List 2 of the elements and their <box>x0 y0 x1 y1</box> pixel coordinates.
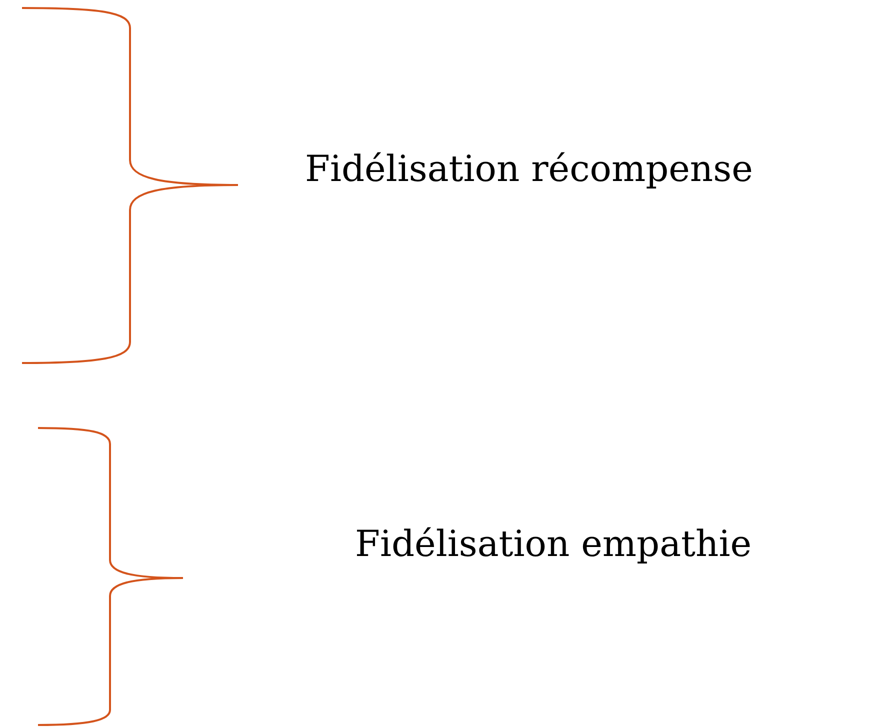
text-label: Fidélisation récompense <box>305 148 753 192</box>
text-label: Fidélisation empathie <box>355 523 752 566</box>
